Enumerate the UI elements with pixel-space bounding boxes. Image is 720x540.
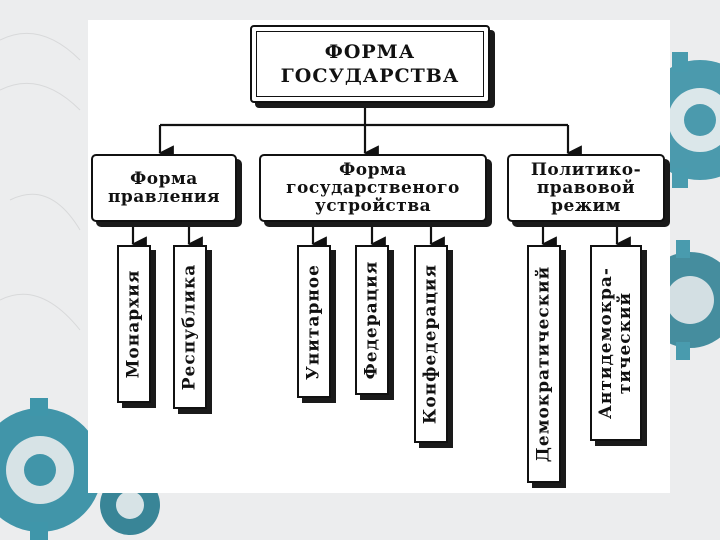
leaf-node-confederation: Конфедерация bbox=[414, 245, 448, 443]
leaf-node-unitary: Унитарное bbox=[297, 245, 331, 398]
leaf-label: Демократический bbox=[533, 265, 554, 463]
category-node-state-structure: Форма государственого устройства bbox=[259, 154, 487, 222]
leaf-label: Антидемокра- тический bbox=[596, 267, 635, 419]
category-node-form-of-government: Форма правления bbox=[91, 154, 237, 222]
leaf-node-antidemocratic: Антидемокра- тический bbox=[590, 245, 642, 441]
leaf-label: Конфедерация bbox=[420, 263, 441, 425]
leaf-label: Монархия bbox=[123, 269, 144, 379]
leaf-node-federation: Федерация bbox=[355, 245, 389, 395]
category-label: Политико- правовой режим bbox=[530, 160, 642, 216]
category-label: Форма государственого устройства bbox=[286, 160, 460, 216]
category-label: Форма правления bbox=[107, 169, 221, 207]
leaf-label: Федерация bbox=[361, 260, 382, 380]
root-node-label: ФОРМА ГОСУДАРСТВА bbox=[280, 41, 460, 87]
leaf-label: Унитарное bbox=[303, 263, 324, 380]
leaf-node-democratic: Демократический bbox=[527, 245, 561, 483]
leaf-label: Республика bbox=[179, 263, 200, 391]
leaf-node-monarchy: Монархия bbox=[117, 245, 151, 403]
root-node: ФОРМА ГОСУДАРСТВА bbox=[250, 25, 490, 103]
category-node-political-regime: Политико- правовой режим bbox=[507, 154, 665, 222]
texture-decoration bbox=[0, 32, 81, 331]
root-node-frame: ФОРМА ГОСУДАРСТВА bbox=[256, 31, 484, 97]
leaf-node-republic: Республика bbox=[173, 245, 207, 409]
